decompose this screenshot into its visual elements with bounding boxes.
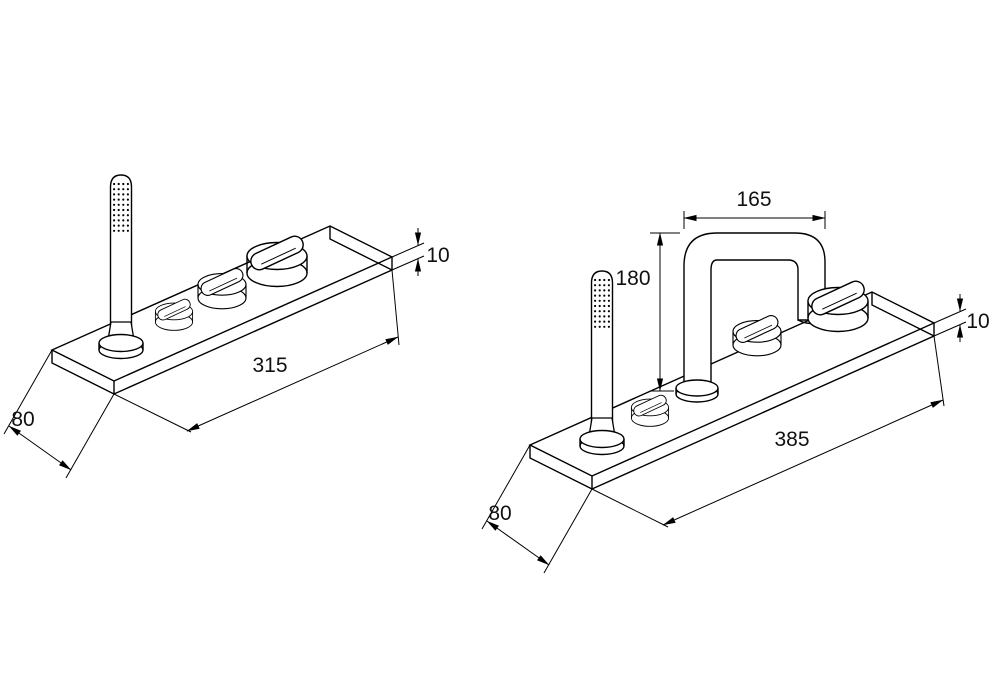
extension-line xyxy=(543,488,593,574)
left-dim-plate-depth: 80 xyxy=(3,349,115,479)
left-knob-medium xyxy=(197,265,247,310)
dim-label-plate-thickness: 10 xyxy=(966,310,989,333)
extension-line xyxy=(591,488,669,528)
flange-top xyxy=(675,379,719,397)
extension-line xyxy=(391,255,425,271)
left-dim-plate-length: 315 xyxy=(113,269,400,433)
right-dim-spout-height: 180 xyxy=(615,232,680,392)
left-dim-plate-thickness: 10 xyxy=(391,228,450,276)
left-deck-plate xyxy=(50,225,394,395)
dim-label-plate-length: 315 xyxy=(252,354,287,377)
extension-line xyxy=(481,444,531,530)
extension-line xyxy=(65,393,115,479)
right-fixture-drawing: 165 180 10 385 80 xyxy=(481,188,990,574)
extension-line xyxy=(391,269,400,346)
dim-label-plate-depth: 80 xyxy=(488,502,511,525)
left-knob-large xyxy=(246,232,308,288)
dim-label-spout-height: 180 xyxy=(615,267,650,290)
right-dim-plate-depth: 80 xyxy=(481,444,593,574)
dimension-line xyxy=(486,520,550,566)
right-dim-spout-reach: 165 xyxy=(683,188,826,229)
extension-line xyxy=(933,335,945,407)
extension-line xyxy=(113,393,192,433)
dimension-line xyxy=(8,425,72,471)
right-deck-plate xyxy=(528,291,936,490)
dim-label-plate-depth: 80 xyxy=(11,408,34,431)
dim-label-plate-length: 385 xyxy=(774,428,809,451)
extension-line xyxy=(391,242,425,258)
dim-label-spout-reach: 165 xyxy=(736,188,771,211)
dim-label-plate-thickness: 10 xyxy=(426,244,449,267)
right-knob-medium xyxy=(732,312,782,357)
extension-line xyxy=(933,308,967,324)
dimension-line xyxy=(186,336,399,432)
dimension-line xyxy=(662,399,944,526)
right-dim-plate-thickness: 10 xyxy=(933,294,990,342)
extension-line xyxy=(933,321,967,337)
right-dim-plate-length: 385 xyxy=(591,335,945,528)
spout-base-flange xyxy=(675,379,719,403)
left-fixture-drawing: 10 315 80 xyxy=(3,173,450,479)
extension-line xyxy=(3,349,53,435)
